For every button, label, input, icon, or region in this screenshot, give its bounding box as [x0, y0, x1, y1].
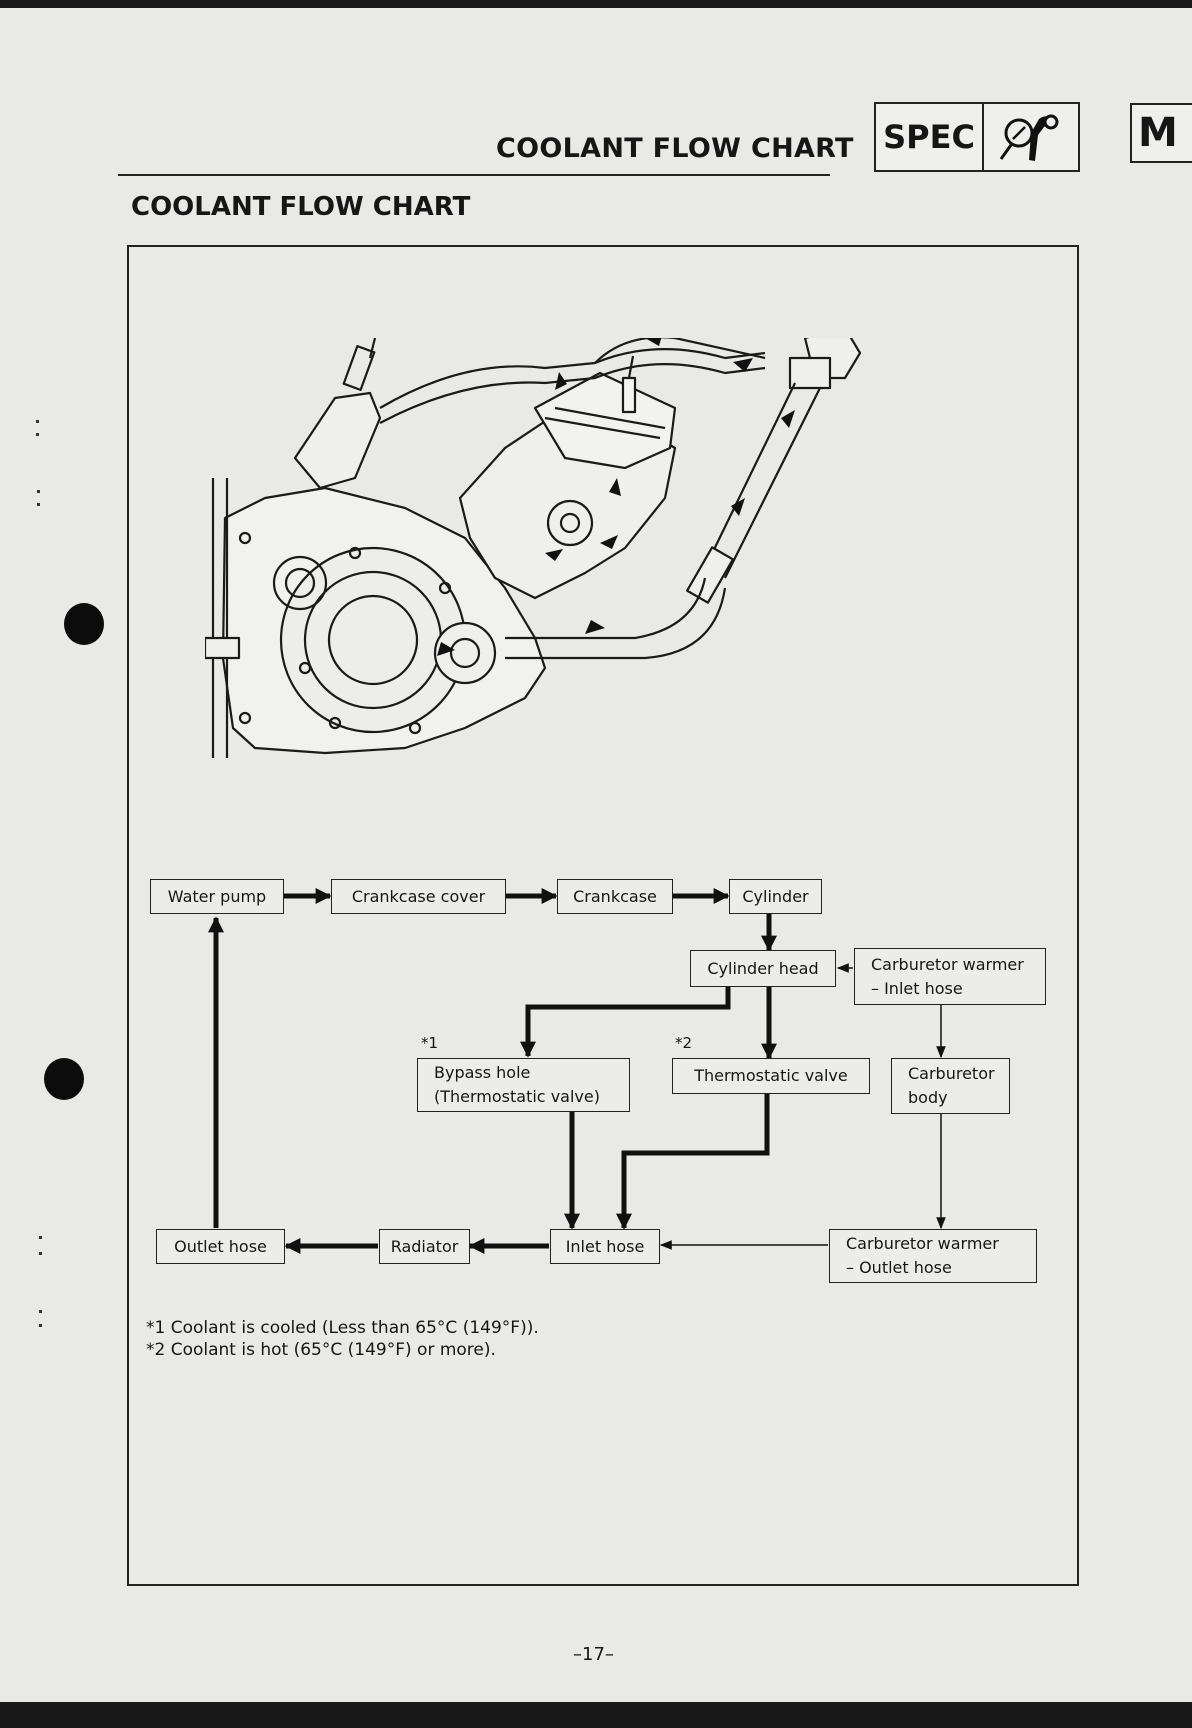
footnote-1: *1 Coolant is cooled (Less than 65°C (14… — [146, 1318, 539, 1338]
scan-mark — [37, 503, 40, 506]
gauge-wrench-icon — [984, 104, 1078, 170]
inlet-hose-box: Inlet hose — [550, 1229, 660, 1264]
carburetor-body-box: Carburetor body — [891, 1058, 1010, 1114]
engine-cooling-illustration — [205, 338, 862, 758]
scan-mark — [39, 1252, 42, 1255]
thermostatic-valve-box: Thermostatic valve — [672, 1058, 870, 1094]
crankcase-cover-box: Crankcase cover — [331, 879, 506, 914]
bypass-hole-box: Bypass hole (Thermostatic valve) — [417, 1058, 630, 1112]
carburetor-warmer-outlet-box: Carburetor warmer – Outlet hose — [829, 1229, 1037, 1283]
spec-label: SPEC — [876, 104, 984, 170]
crankcase-box: Crankcase — [557, 879, 673, 914]
header-rule — [118, 174, 830, 176]
carburetor-warmer-inlet-box: Carburetor warmer – Inlet hose — [854, 948, 1046, 1005]
footnote-2: *2 Coolant is hot (65°C (149°F) or more)… — [146, 1340, 496, 1360]
spec-badge: SPEC — [874, 102, 1080, 172]
radiator-box: Radiator — [379, 1229, 470, 1264]
header-title: COOLANT FLOW CHART — [496, 133, 854, 164]
cylinder-box: Cylinder — [729, 879, 822, 914]
page-bottom-edge — [0, 1702, 1192, 1728]
scan-mark — [37, 490, 40, 493]
scan-mark — [39, 1310, 42, 1313]
binder-hole-bottom — [44, 1058, 84, 1100]
page-number: –17– — [573, 1644, 614, 1665]
diagram-frame — [127, 245, 1079, 1586]
scan-mark — [39, 1236, 42, 1239]
section-tab-m: M — [1130, 103, 1192, 163]
binder-hole-top — [64, 603, 104, 645]
cylinder-head-box: Cylinder head — [690, 950, 836, 987]
water-pump-box: Water pump — [150, 879, 284, 914]
scan-mark — [39, 1324, 42, 1327]
marker-1: *1 — [421, 1034, 439, 1052]
marker-2: *2 — [675, 1034, 693, 1052]
outlet-hose-box: Outlet hose — [156, 1229, 285, 1264]
page-top-edge — [0, 0, 1192, 8]
section-title: COOLANT FLOW CHART — [131, 192, 471, 222]
scan-mark — [36, 433, 39, 436]
scan-mark — [36, 420, 39, 423]
